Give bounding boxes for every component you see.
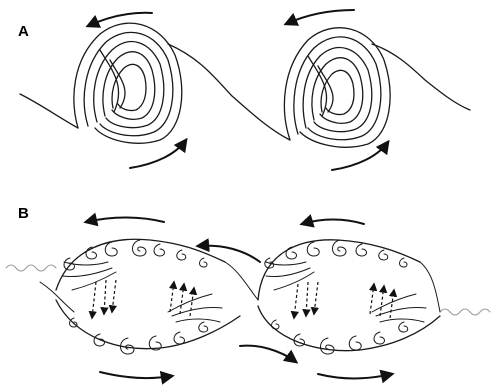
panel-a-arrow-bottom-left: [130, 140, 186, 168]
panel-b-arrow-top-right: [302, 220, 364, 225]
panel-b-vortex-left: [40, 239, 258, 354]
panel-b-vortex-right: [258, 240, 440, 354]
panel-b-diagram: [6, 218, 490, 379]
panel-a-vortex-left: [74, 23, 182, 143]
panel-b-arrow-top-left: [86, 218, 164, 223]
panel-b-arrow-bottom-right: [318, 374, 392, 379]
panel-b-arrow-middle-bottom: [240, 346, 296, 362]
panel-a-diagram: [20, 10, 470, 170]
panel-a-vortex-right: [284, 28, 390, 148]
panel-a-label: A: [18, 23, 29, 40]
panel-b-label: B: [18, 205, 29, 222]
panel-b-arrow-bottom-left: [100, 372, 172, 378]
panel-a-arrow-top-right: [286, 10, 354, 24]
